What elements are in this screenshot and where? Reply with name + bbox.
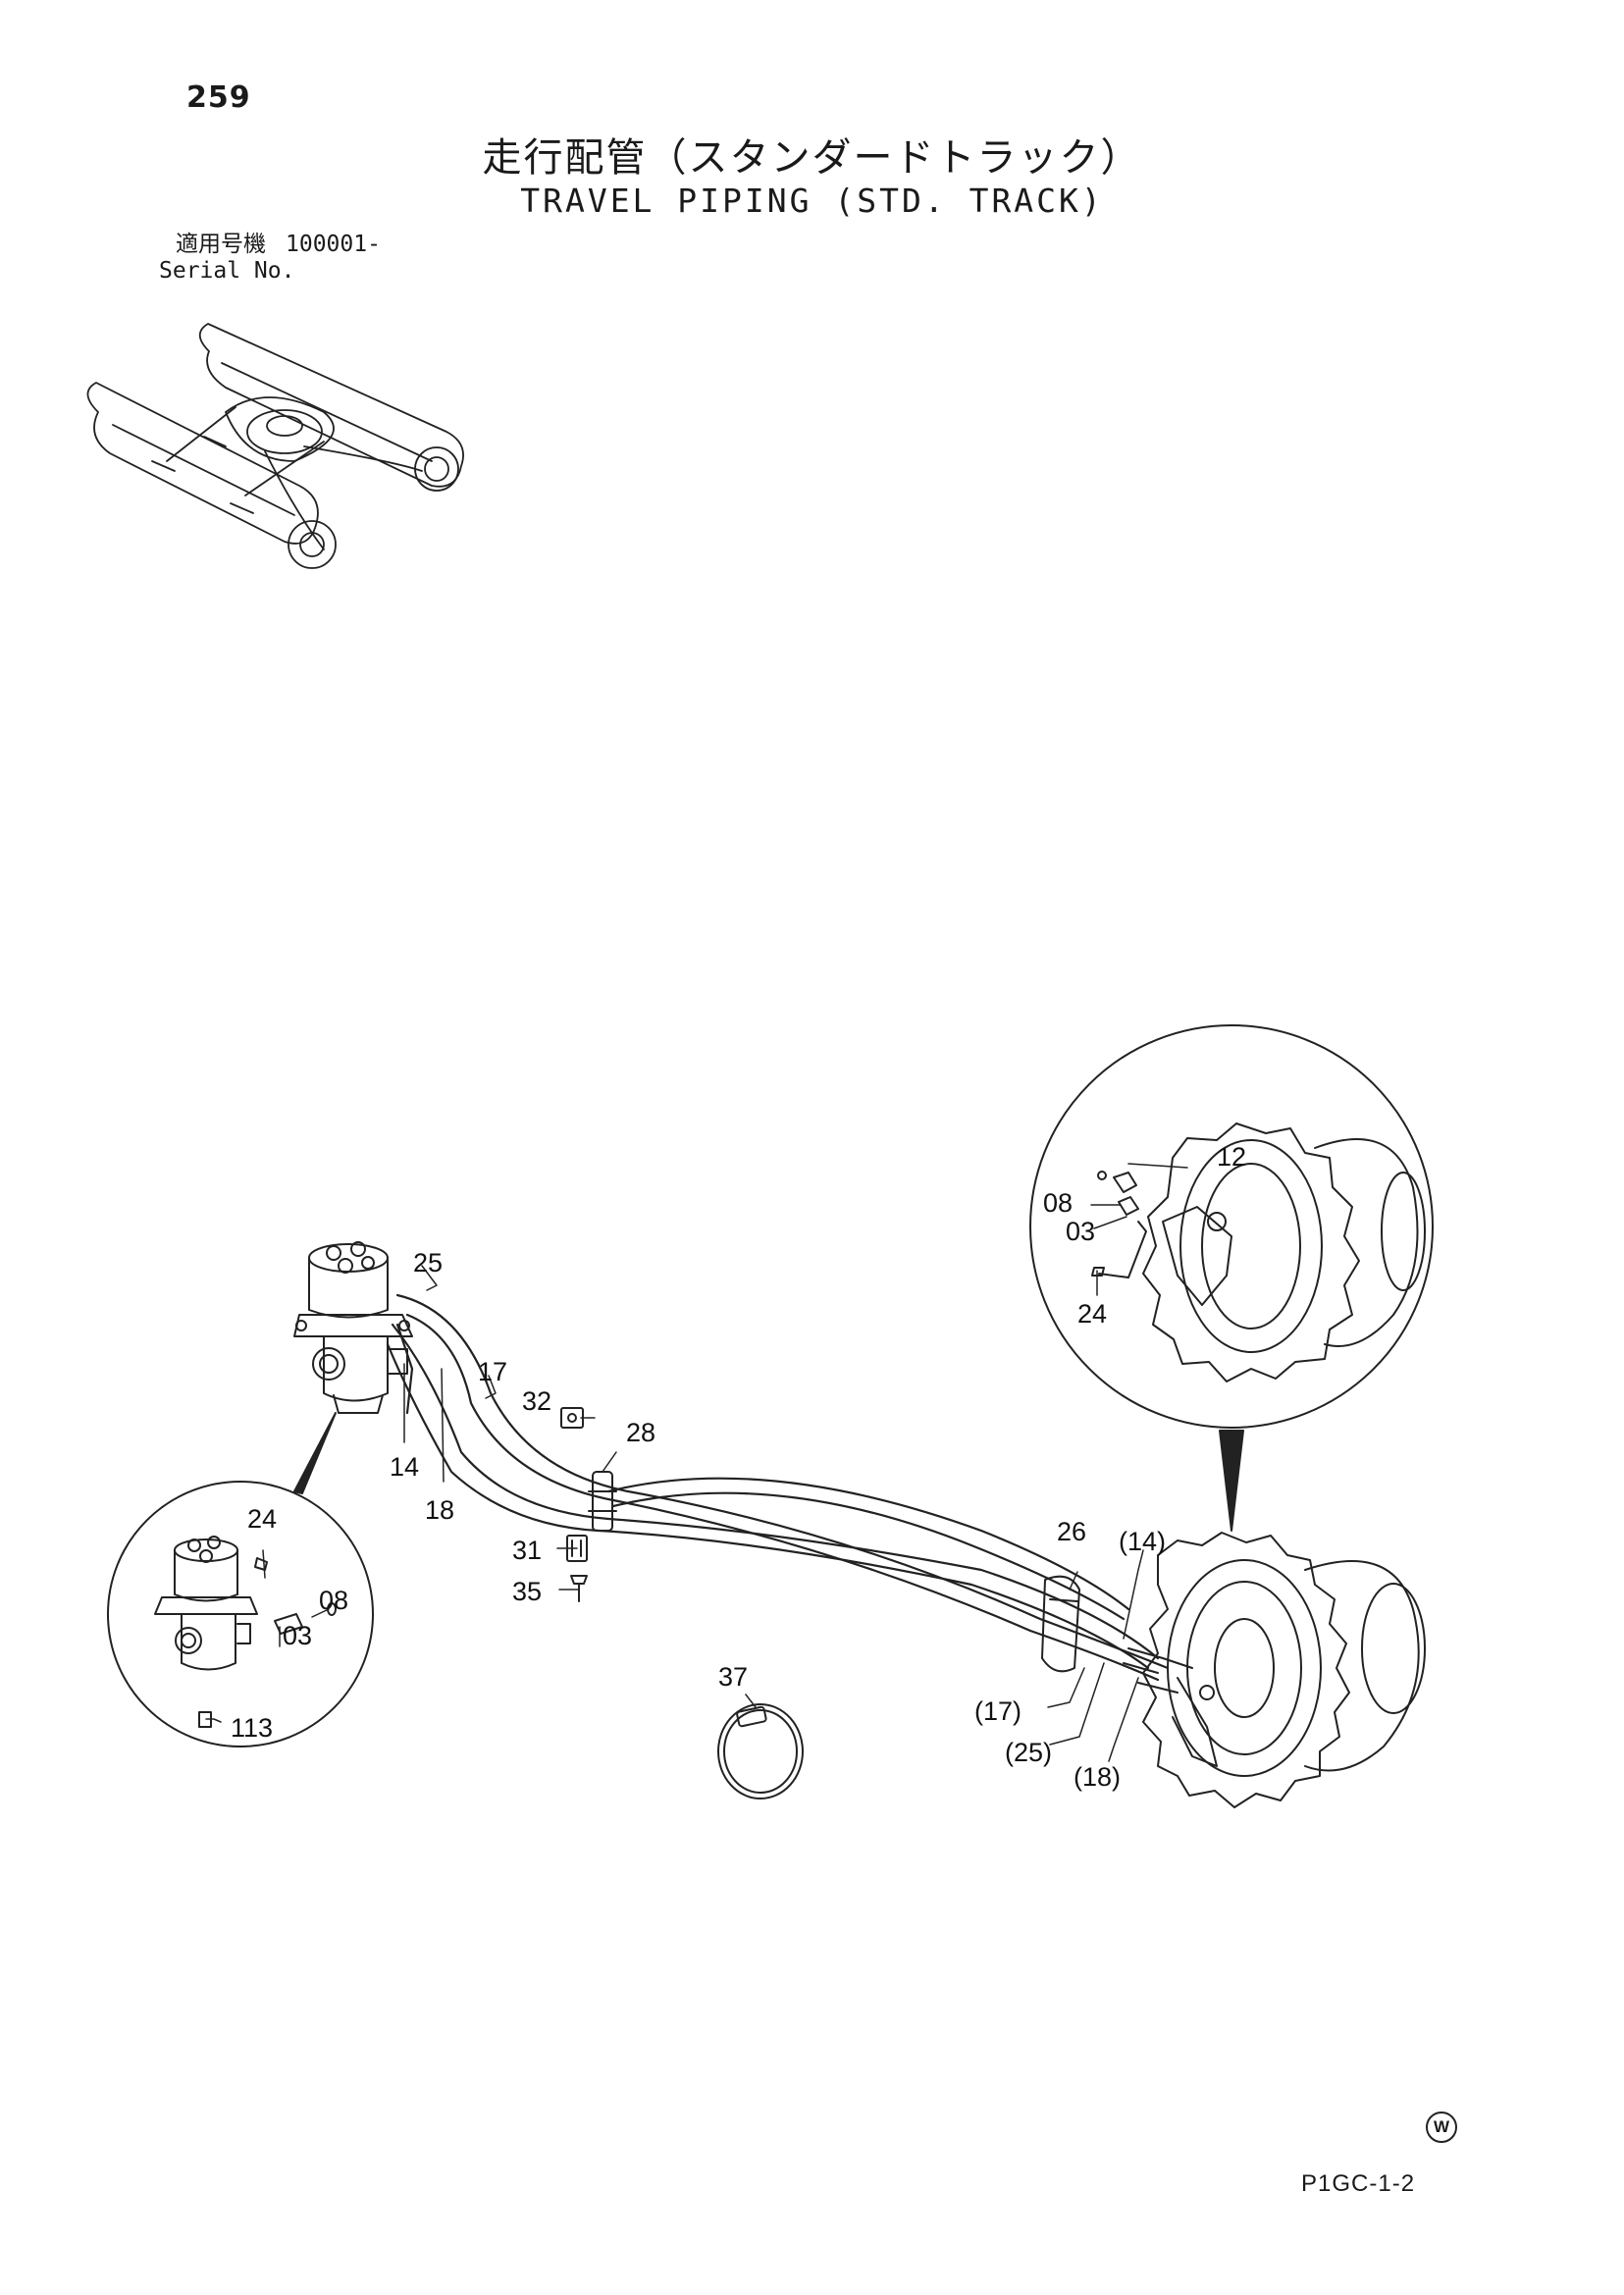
callout-32: 32 (522, 1386, 551, 1416)
clamp-28-illustration (588, 1471, 617, 1532)
callout-08-motor: 08 (1043, 1188, 1073, 1218)
callout-26: 26 (1057, 1517, 1086, 1546)
serial-number-block: 適用号機 100001- Serial No. (159, 232, 381, 285)
leader-lines (205, 1163, 1188, 1762)
serial-label-japanese: 適用号機 (176, 232, 266, 257)
callout-37: 37 (718, 1662, 748, 1692)
detail-pointer-arrow (1219, 1430, 1244, 1532)
motor-detail-magnified (1029, 1024, 1434, 1429)
plate-32-illustration (560, 1407, 584, 1429)
center-joint-pointer (293, 1412, 337, 1494)
callout-18-paren: (18) (1074, 1762, 1121, 1792)
callout-28: 28 (626, 1418, 655, 1447)
callout-113: 113 (231, 1713, 273, 1743)
clamp-26-illustration (1041, 1575, 1080, 1673)
callout-24-center-joint: 24 (247, 1504, 277, 1534)
callout-08-center-joint: 08 (319, 1586, 348, 1615)
callout-labels: 25 17 32 28 14 18 31 35 24 08 03 113 37 … (231, 1142, 1246, 1792)
callout-18: 18 (425, 1495, 454, 1525)
serial-value: 100001- (286, 232, 381, 257)
callout-25-paren: (25) (1005, 1738, 1052, 1767)
callout-14-paren: (14) (1119, 1527, 1166, 1556)
page-number: 259 (186, 80, 251, 115)
callout-24-motor: 24 (1077, 1299, 1107, 1329)
callout-03-center-joint: 03 (283, 1621, 312, 1650)
travel-hoses (386, 1293, 1170, 1682)
callout-25: 25 (413, 1248, 443, 1278)
page-title-english: TRAVEL PIPING (STD. TRACK) (520, 182, 1104, 220)
travel-motor-illustration (1123, 1532, 1426, 1808)
callout-14: 14 (390, 1452, 419, 1482)
callout-03-motor: 03 (1066, 1217, 1095, 1246)
callout-17: 17 (478, 1357, 507, 1386)
figure-code: P1GC-1-2 (1301, 2170, 1416, 2197)
bolt-35-illustration (570, 1575, 588, 1602)
callout-12: 12 (1217, 1142, 1246, 1172)
center-joint-illustration (293, 1241, 413, 1414)
callout-35: 35 (512, 1577, 542, 1606)
plate-32-hole (567, 1413, 577, 1423)
callout-17-paren: (17) (974, 1696, 1022, 1726)
center-joint-detail-magnified (107, 1481, 374, 1747)
callout-31: 31 (512, 1536, 542, 1565)
page-title-japanese: 走行配管（スタンダードトラック） (482, 135, 1142, 181)
undercarriage-overview-illustration (86, 323, 464, 569)
band-clamp-37-illustration (717, 1703, 804, 1799)
serial-label-english: Serial No. (159, 258, 295, 284)
w-mark-symbol: W (1426, 2112, 1457, 2143)
